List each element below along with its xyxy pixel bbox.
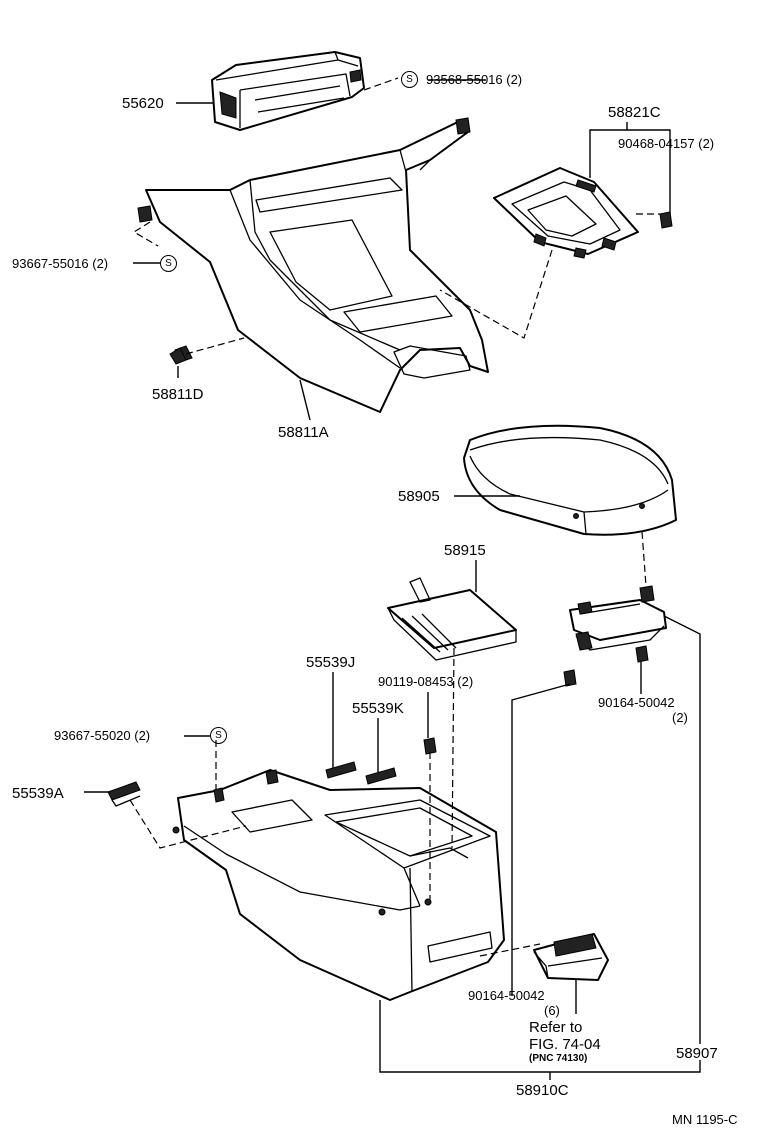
part-58915-tray [387,577,517,661]
part-58821C-bezel [493,167,673,259]
label-55539A: 55539A [12,785,64,802]
part-55539K-clip [365,767,397,785]
label-93667-55016: 93667-55016 (2) [12,256,109,271]
part-cup-holder-ref [533,933,609,981]
label-90164-50042-a-qty: (2) [672,710,688,725]
part-55620-box [211,51,365,131]
label-58915: 58915 [444,542,486,559]
label-90164-50042-b: 90164-50042 [468,988,545,1003]
part-58811A-front-console [137,117,489,413]
label-90164-50042-b-qty: (6) [544,1003,560,1018]
ref-fig-number: FIG. 74-04 [529,1036,601,1053]
label-58811D: 58811D [152,386,204,403]
label-58811A: 58811A [278,424,329,441]
part-58907-hinge [569,585,667,651]
label-58905: 58905 [398,488,440,505]
part-55539J-clip [325,761,357,779]
part-55539A-clip [107,781,141,807]
assembly-dashed-lines [129,77,660,957]
label-55620: 55620 [122,95,164,112]
label-58821C: 58821C [608,104,661,121]
part-58905-armrest [463,424,677,536]
label-55539J: 55539J [306,654,356,671]
leader-lines [84,79,701,1080]
label-93568-55016: 93568-55016 (2) [426,72,523,87]
part-58910C-rear-console [172,769,505,1001]
label-58910C: 58910C [516,1082,569,1099]
label-90119-08453: 90119-08453 (2) [378,674,474,689]
ref-refer-to: Refer to [529,1019,583,1036]
s-mark-icon: S [160,255,177,272]
label-93667-55020: 93667-55020 (2) [54,728,151,743]
diagram-code: MN 1195-C [672,1112,738,1127]
ref-pnc: (PNC 74130) [529,1053,588,1064]
s-mark-icon: S [401,71,418,88]
label-58907: 58907 [676,1045,718,1062]
label-55539K: 55539K [352,700,404,717]
s-mark-icon: S [210,727,227,744]
label-90468-04157: 90468-04157 (2) [618,136,715,151]
label-90164-50042-a: 90164-50042 [598,695,675,710]
screws [169,347,649,755]
